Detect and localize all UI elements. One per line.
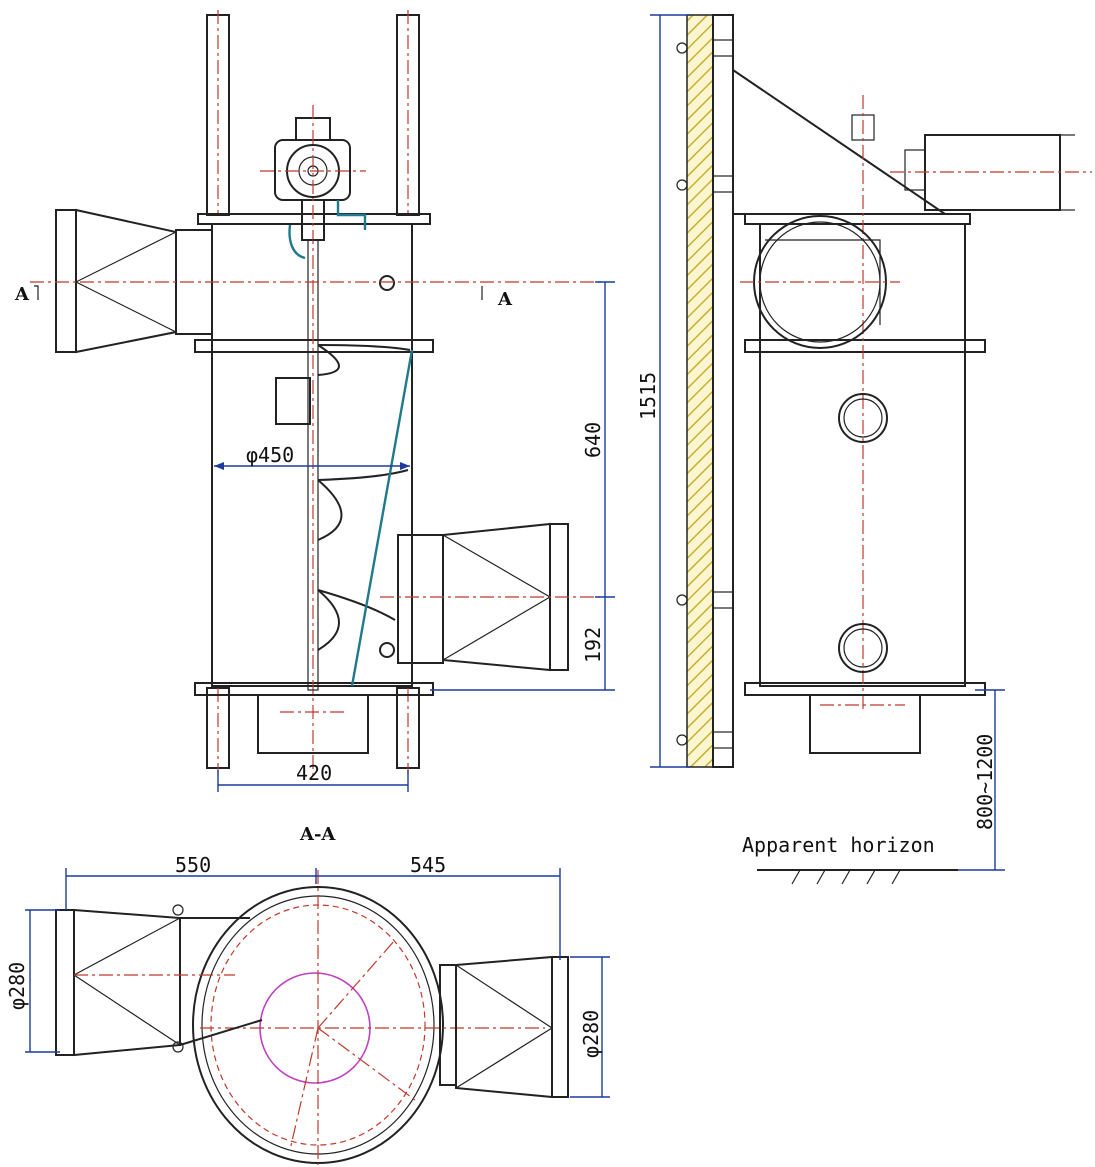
dim-outlet-280: φ280 — [579, 1010, 603, 1058]
section-view: A-A — [5, 824, 610, 1165]
wall — [686, 14, 714, 768]
dim-550: 550 — [175, 853, 211, 877]
dim-height-192: 192 — [581, 627, 605, 663]
dim-width-420: 420 — [296, 761, 332, 785]
dim-height-640: 640 — [581, 422, 605, 458]
bottom-discharge — [257, 694, 369, 754]
side-view: 1515 800~1200 Apparent horizon — [636, 14, 1092, 885]
ground-label: Apparent horizon — [742, 833, 935, 857]
dim-range-800-1200: 800~1200 — [973, 734, 997, 830]
dim-545: 545 — [410, 853, 446, 877]
dim-inlet-280: φ280 — [5, 962, 29, 1010]
section-right-outlet — [439, 955, 569, 1099]
section-left-inlet — [55, 904, 263, 1057]
front-view: A A φ450 420 640 192 — [14, 10, 615, 792]
section-mark-left: A — [14, 284, 30, 305]
section-title: A-A — [299, 824, 336, 845]
cylinder-body — [211, 223, 413, 687]
dim-diameter-450: φ450 — [246, 443, 294, 467]
dim-height-1515: 1515 — [636, 372, 660, 420]
section-mark-right: A — [497, 289, 513, 310]
right-outlet — [380, 522, 600, 672]
screw-flights — [317, 344, 411, 651]
left-inlet — [30, 208, 605, 354]
